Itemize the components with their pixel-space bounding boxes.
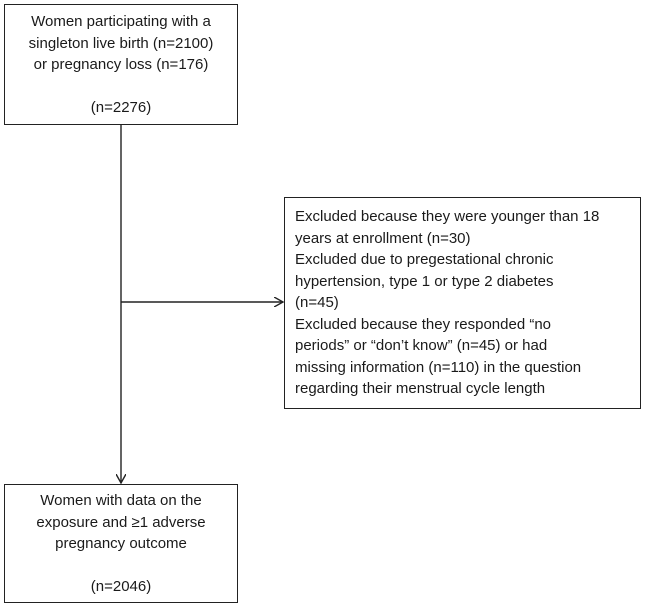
final-cohort-line: Women with data on the: [40, 492, 202, 509]
exclusion-line: years at enrollment (n=30): [295, 229, 471, 247]
final-cohort-box: Women with data on the exposure and ≥1 a…: [4, 484, 238, 603]
initial-cohort-line: or pregnancy loss (n=176): [33, 56, 209, 73]
initial-cohort-line: Women participating with a: [31, 13, 211, 30]
exclusion-line: hypertension, type 1 or type 2 diabetes: [295, 272, 554, 290]
initial-cohort-box: Women participating with a singleton liv…: [4, 4, 238, 125]
initial-cohort-line: singleton live birth (n=2100): [28, 34, 214, 52]
exclusion-line: Excluded because they responded “no: [295, 315, 552, 333]
initial-cohort-total: (n=2276): [90, 99, 152, 116]
exclusion-line: Excluded due to pregestational chronic: [295, 251, 554, 268]
exclusion-line: periods” or “don’t know” (n=45) or had: [295, 337, 548, 354]
exclusion-line: missing information (n=110) in the quest…: [295, 358, 582, 376]
final-cohort-line: exposure and ≥1 adverse: [36, 513, 206, 531]
exclusion-line: (n=45): [295, 294, 339, 311]
final-cohort-line: pregnancy outcome: [55, 535, 187, 552]
exclusion-line: Excluded because they were younger than …: [295, 208, 600, 225]
final-cohort-total: (n=2046): [90, 578, 152, 595]
exclusions-box: Excluded because they were younger than …: [284, 197, 641, 409]
exclusion-line: regarding their menstrual cycle length: [295, 380, 546, 397]
